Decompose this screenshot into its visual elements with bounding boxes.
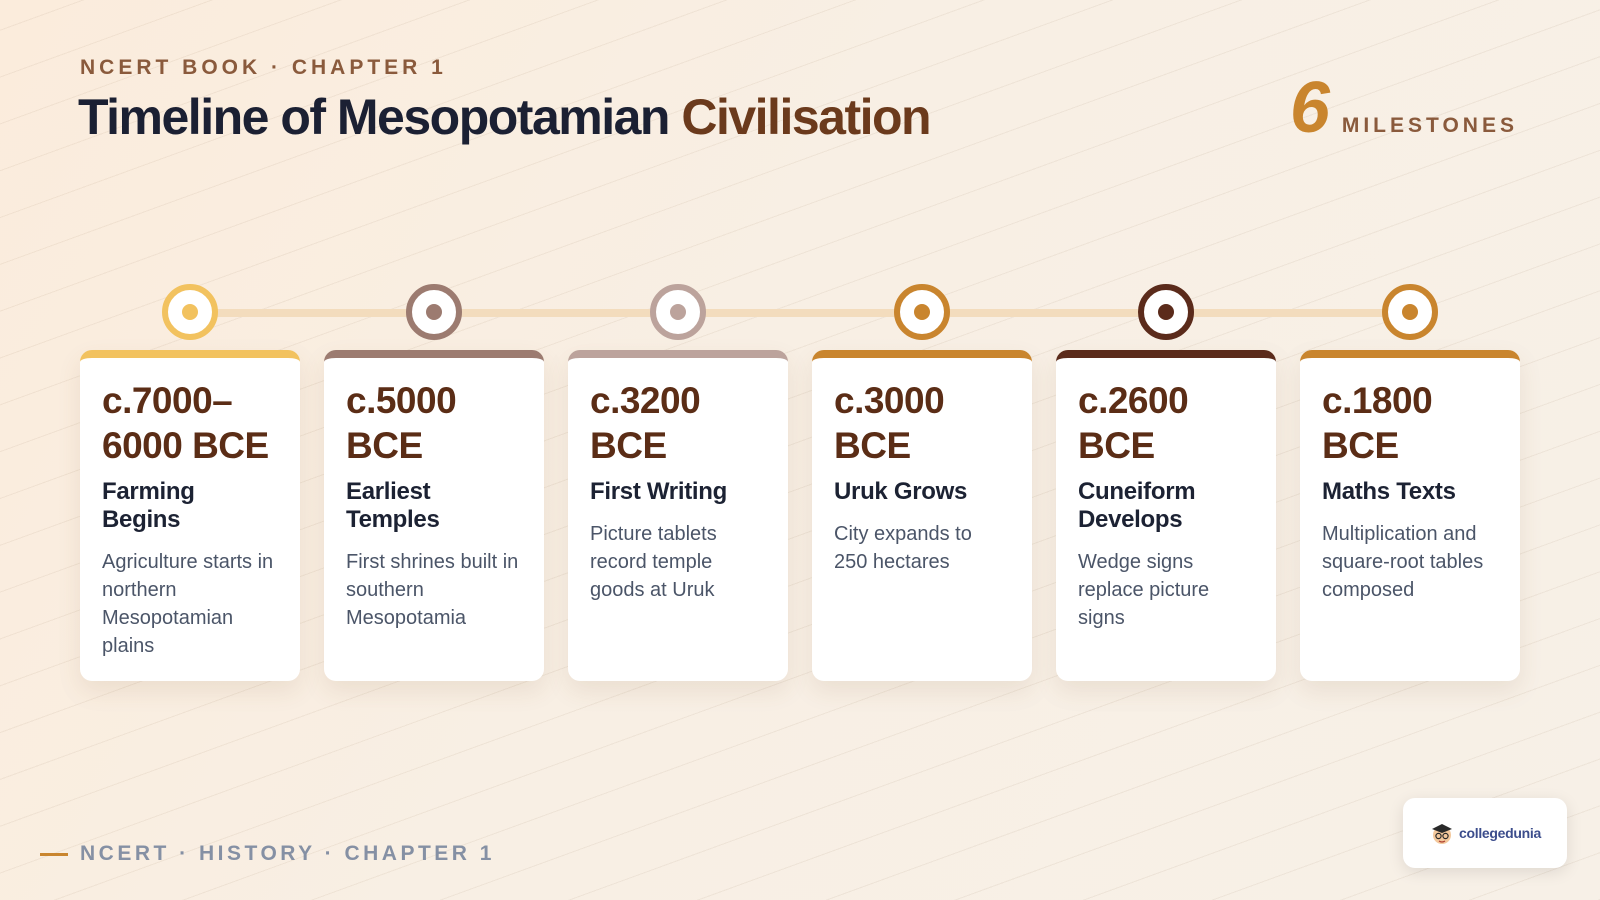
milestone-title: Maths Texts [1322,478,1456,505]
node-dot [914,304,930,320]
milestone-count-label: MILESTONES [1341,114,1518,137]
timeline-node-icon [1382,284,1438,340]
footer-text: NCERT · HISTORY · CHAPTER 1 [80,842,495,865]
milestone-count: 6 MILESTONES [1290,72,1518,144]
milestone-description: Wedge signs replace picture signs [1078,551,1210,629]
timeline-node-icon [1138,284,1194,340]
milestone-title: Uruk Grows [834,478,968,505]
logo-text: collegedunia [1459,825,1541,841]
milestone-date: c.1800 BCE [1322,380,1433,466]
node-dot [670,304,686,320]
milestone-title: Cuneiform Develops [1078,478,1196,533]
timeline-connector [190,309,1410,317]
node-dot [1158,304,1174,320]
node-dot [182,304,198,320]
milestone-title: First Writing [590,478,727,505]
milestone-date: c.3000 BCE [834,380,945,466]
eyebrow-label: NCERT BOOK · CHAPTER 1 [80,56,447,79]
milestone-description: Multiplication and square-root tables co… [1322,523,1484,601]
footer-dash [40,852,68,856]
title-main: Timeline of Mesopotamian [78,89,682,145]
milestone-title: Earliest Temples [346,478,440,533]
page-title: Timeline of Mesopotamian Civilisation [78,88,932,146]
timeline-node-icon [162,284,218,340]
timeline-node-icon [406,284,462,340]
milestone-title: Farming Begins [102,478,195,533]
milestone-description: City expands to 250 hectares [834,523,972,573]
milestone-date: c.5000 BCE [346,380,457,466]
footer: NCERT · HISTORY · CHAPTER 1 [40,842,495,866]
milestone-description: Picture tablets record temple goods at U… [590,523,717,601]
milestone-description: First shrines built in southern Mesopota… [346,551,519,629]
milestone-description: Agriculture starts in northern Mesopotam… [102,551,274,657]
title-accent: Civilisation [681,89,931,145]
collegedunia-logo[interactable]: collegedunia [1403,798,1567,868]
milestone-count-value: 6 [1289,68,1330,148]
milestone-date: c.2600 BCE [1078,380,1189,466]
timeline-node-icon [650,284,706,340]
milestone-date: c.3200 BCE [590,380,701,466]
node-dot [1402,304,1418,320]
node-dot [426,304,442,320]
milestone-date: c.7000–6000 BCE [102,380,269,466]
mascot-icon [1432,824,1452,844]
timeline-node-icon [894,284,950,340]
